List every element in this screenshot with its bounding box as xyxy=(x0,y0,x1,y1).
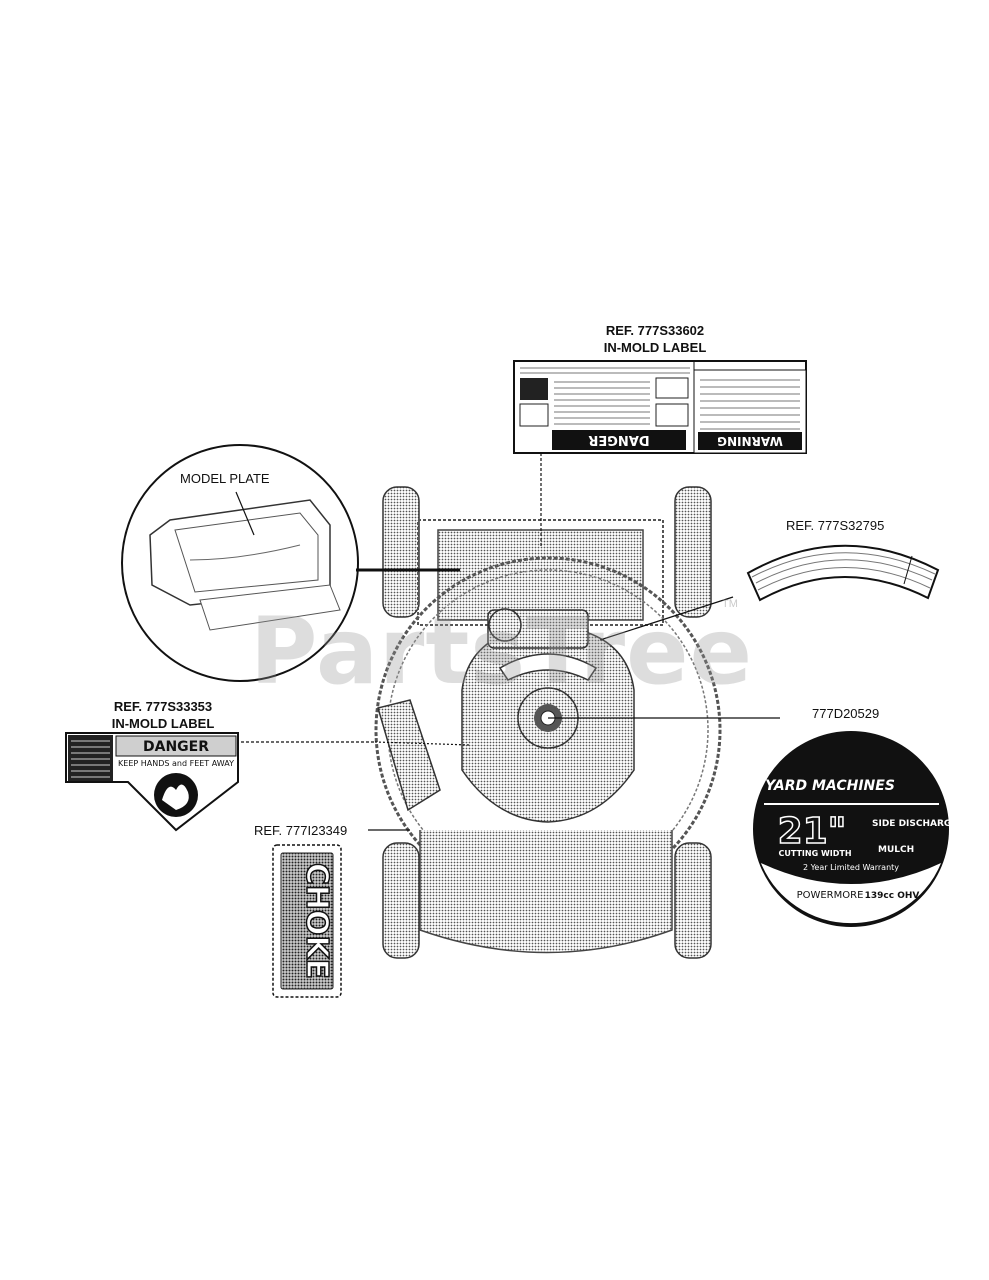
hands-feet-subtitle: KEEP HANDS and FEET AWAY xyxy=(118,759,234,768)
leader-lines xyxy=(226,453,780,831)
brand-decal: YARD MACHINES 21" SIDE DISCHARGE MULCH C… xyxy=(753,731,957,927)
mower-body xyxy=(374,486,722,959)
throttle-decal xyxy=(746,544,940,602)
brand-size: 21" xyxy=(778,811,847,852)
brand-name: YARD MACHINES xyxy=(765,778,895,794)
ref-33353-line2: IN-MOLD LABEL xyxy=(111,716,215,731)
ref-23349-label: REF. 777I23349 xyxy=(254,823,348,838)
brand-displacement: 139cc OHV xyxy=(865,891,920,901)
brand-side-discharge: SIDE DISCHARGE xyxy=(872,819,957,829)
hands-feet-title: DANGER xyxy=(143,739,209,755)
warning-text: WARNING xyxy=(717,434,783,448)
model-plate-label: MODEL PLATE xyxy=(180,471,270,486)
danger-text: DANGER xyxy=(588,432,649,447)
vertical-decal: CHOKE xyxy=(272,844,342,998)
model-plate-zoom xyxy=(121,444,460,682)
brand-engine: POWERMORE xyxy=(797,890,864,901)
ref-33353-line1: REF. 777S33353 xyxy=(113,699,213,714)
brand-mulch: MULCH xyxy=(878,845,914,855)
watermark-tm: TM xyxy=(722,598,738,610)
vertical-decal-text: CHOKE xyxy=(299,863,334,979)
hands-feet-decal: DANGER KEEP HANDS and FEET AWAY xyxy=(65,732,239,832)
danger-warning-decal: DANGER WARNING xyxy=(513,360,807,454)
ref-32795-label: REF. 777S32795 xyxy=(786,518,885,533)
brand-cutting-width: CUTTING WIDTH xyxy=(778,849,851,858)
watermark: PartsTree xyxy=(250,598,753,705)
ref-33602-line2: IN-MOLD LABEL xyxy=(603,340,707,355)
brand-warranty: 2 Year Limited Warranty xyxy=(803,863,899,872)
ref-33602-line1: REF. 777S33602 xyxy=(605,323,705,338)
ref-20529-label: 777D20529 xyxy=(812,706,880,721)
